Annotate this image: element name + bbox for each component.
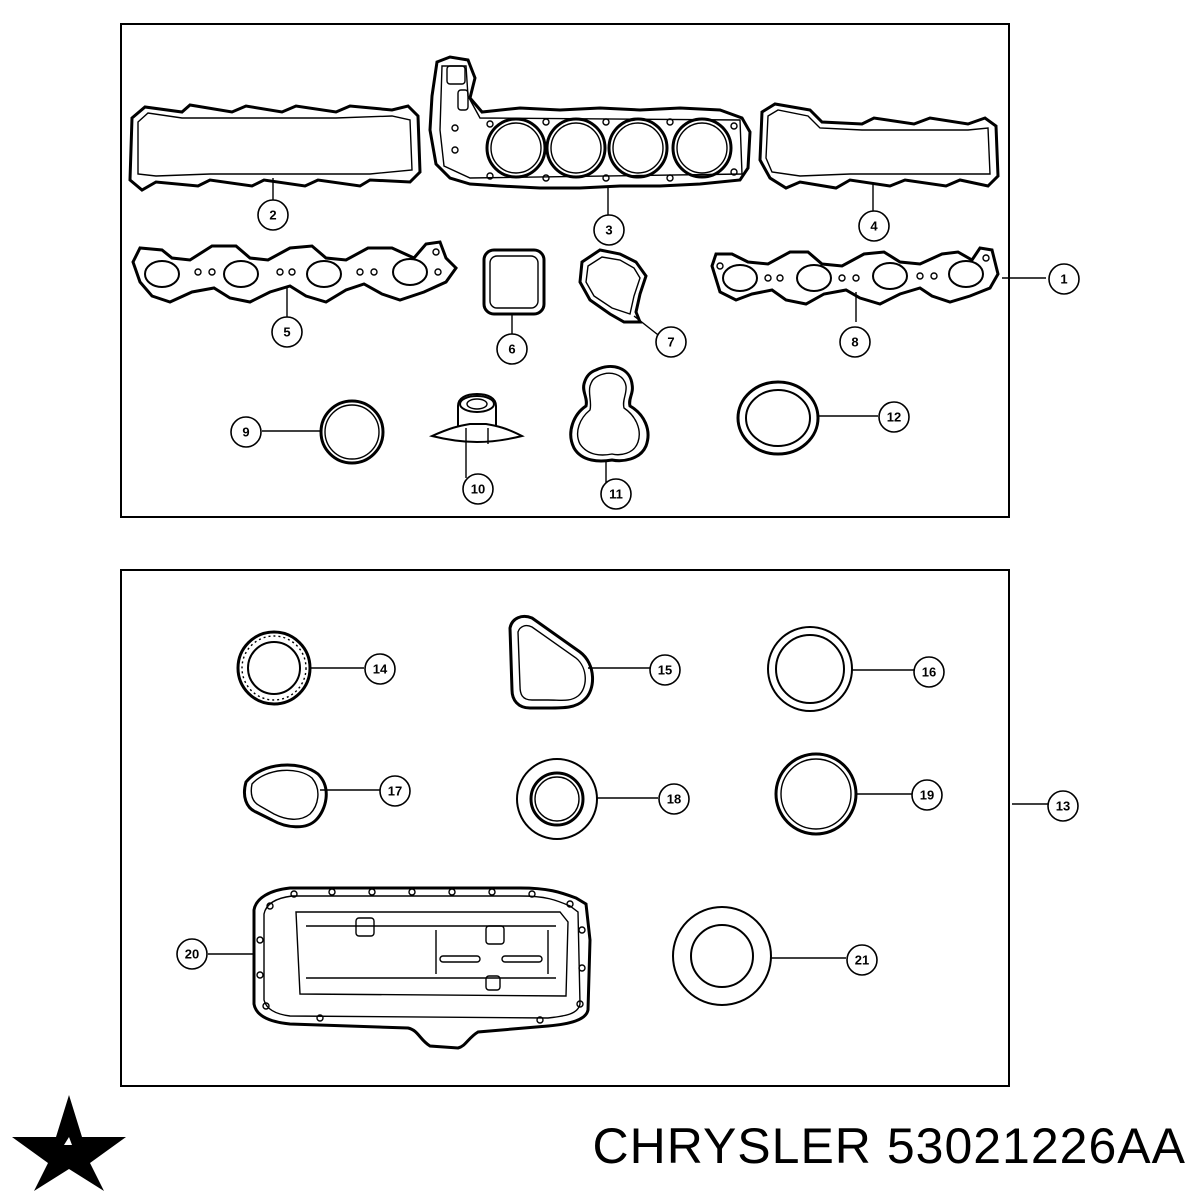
part-number: 53021226AA — [886, 1118, 1186, 1174]
callout-6: 6 — [496, 333, 528, 365]
svg-text:11: 11 — [609, 487, 623, 502]
part-4-valve-cover-gasket-right — [758, 102, 1000, 214]
svg-text:8: 8 — [851, 335, 858, 350]
part-7-thermostat-gasket — [578, 248, 663, 339]
part-2-valve-cover-gasket-left — [128, 103, 422, 202]
svg-text:12: 12 — [887, 410, 901, 425]
svg-text:7: 7 — [667, 335, 674, 350]
callout-1: 1 — [1048, 263, 1080, 295]
callout-20: 20 — [176, 938, 208, 970]
part-3-cylinder-head-gasket — [428, 55, 752, 218]
part-12-ring-gasket — [736, 380, 878, 456]
part-8-exhaust-manifold-gasket-right — [710, 246, 1046, 322]
part-11-water-pump-gasket — [569, 365, 650, 484]
svg-text:3: 3 — [605, 223, 612, 238]
callout-3: 3 — [593, 214, 625, 246]
callout-5: 5 — [271, 316, 303, 348]
callout-10: 10 — [462, 473, 494, 505]
lower-kit-frame — [120, 569, 1010, 1087]
svg-text:2: 2 — [269, 208, 276, 223]
pentastar-logo-icon — [12, 1095, 126, 1191]
part-19-o-ring — [774, 752, 912, 836]
svg-text:5: 5 — [283, 325, 290, 340]
brand-name: CHRYSLER — [592, 1118, 872, 1174]
svg-text:16: 16 — [922, 665, 936, 680]
svg-text:13: 13 — [1056, 799, 1070, 814]
part-18-seal — [516, 758, 658, 840]
svg-text:18: 18 — [667, 792, 681, 807]
callout-7: 7 — [655, 326, 687, 358]
callout-8: 8 — [839, 326, 871, 358]
svg-text:1: 1 — [1060, 272, 1067, 287]
part-16-ring-gasket — [767, 626, 914, 712]
footer-title: CHRYSLER 53021226AA — [593, 1118, 1186, 1174]
callout-13: 13 — [1047, 790, 1079, 822]
svg-text:20: 20 — [185, 947, 199, 962]
part-5-exhaust-manifold-gasket-left — [131, 240, 458, 318]
part-9-o-ring — [262, 399, 385, 465]
svg-text:17: 17 — [388, 784, 402, 799]
svg-text:9: 9 — [242, 425, 249, 440]
part-15-triangular-gasket — [508, 614, 650, 710]
part-20-oil-pan — [208, 886, 592, 1050]
part-6-rectangular-gasket — [482, 248, 546, 336]
callout-17: 17 — [379, 775, 411, 807]
svg-text:21: 21 — [855, 953, 869, 968]
callout-9: 9 — [230, 416, 262, 448]
part-17-cover-gasket — [242, 763, 380, 829]
svg-text:6: 6 — [508, 342, 515, 357]
svg-text:19: 19 — [920, 788, 934, 803]
callout-19: 19 — [911, 779, 943, 811]
callout-21: 21 — [846, 944, 878, 976]
svg-text:4: 4 — [870, 219, 878, 234]
callout-4: 4 — [858, 210, 890, 242]
svg-text:14: 14 — [373, 662, 388, 677]
callout-15: 15 — [649, 654, 681, 686]
part-10-valve-stem-seal — [428, 392, 525, 478]
callout-16: 16 — [913, 656, 945, 688]
gasket-kit-diagram: 1 2 3 4 5 6 7 8 9 10 11 12 13 14 15 16 1… — [120, 23, 1080, 1087]
callout-2: 2 — [257, 199, 289, 231]
callout-12: 12 — [878, 401, 910, 433]
callout-14: 14 — [364, 653, 396, 685]
svg-text:15: 15 — [658, 663, 672, 678]
footer: CHRYSLER 53021226AA — [0, 1088, 1200, 1200]
part-21-ring-gasket — [672, 906, 846, 1006]
upper-kit-frame — [120, 23, 1010, 518]
part-14-exhaust-flange-gasket — [236, 630, 364, 706]
callout-18: 18 — [658, 783, 690, 815]
svg-text:10: 10 — [471, 482, 485, 497]
callout-11: 11 — [600, 478, 632, 510]
